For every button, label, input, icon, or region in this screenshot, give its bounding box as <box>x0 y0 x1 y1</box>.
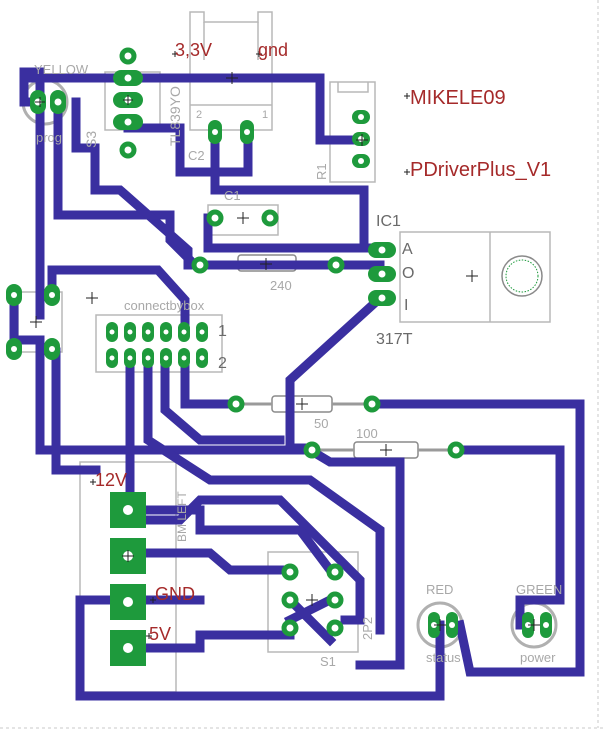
green-led-label: GREEN <box>516 582 562 597</box>
r50-label: 50 <box>314 416 328 431</box>
reg-317t-label: 317T <box>376 331 413 348</box>
v12-label: 12V <box>95 470 127 490</box>
gnd-top-label: gnd <box>258 40 288 60</box>
red-led-label: RED <box>426 582 453 597</box>
yellow-led-label: YELLOW <box>34 62 89 77</box>
bm-left-label: BM LEFT <box>175 491 189 542</box>
c2-label: C2 <box>188 148 205 163</box>
tl839-label: TL839YO <box>167 86 183 146</box>
c1-label: C1 <box>224 188 241 203</box>
connector-pin1-label: 1 <box>218 323 227 340</box>
ic1-pin-a: A <box>402 241 413 258</box>
ic1-pin-i: I <box>404 297 408 314</box>
author-label: MIKELE09 <box>410 87 506 109</box>
connector-pin2-label: 2 <box>218 355 227 372</box>
status-label: status <box>426 650 461 665</box>
2p2-label: 2P2 <box>360 617 375 640</box>
ic1-label: IC1 <box>376 213 401 230</box>
r100-label: 100 <box>356 426 378 441</box>
prog-label: prog <box>36 130 62 145</box>
connector-label: connectbybox <box>124 298 205 313</box>
r1-label: R1 <box>314 163 329 180</box>
s3-label: S3 <box>83 131 99 148</box>
pin1-label: 1 <box>262 109 268 121</box>
ic1-pin-o: O <box>402 265 414 282</box>
pads <box>6 47 552 666</box>
v5-label: 5V <box>149 624 171 644</box>
power-label: power <box>520 650 556 665</box>
v33-label: 3,3V <box>175 40 212 60</box>
s1-label: S1 <box>320 654 336 669</box>
origin-marks <box>30 51 540 639</box>
r240-label: 240 <box>270 278 292 293</box>
pin2-label: 2 <box>196 109 202 121</box>
board-name-label: PDriverPlus_V1 <box>410 159 551 181</box>
gnd-bottom-label: GND <box>155 584 195 604</box>
